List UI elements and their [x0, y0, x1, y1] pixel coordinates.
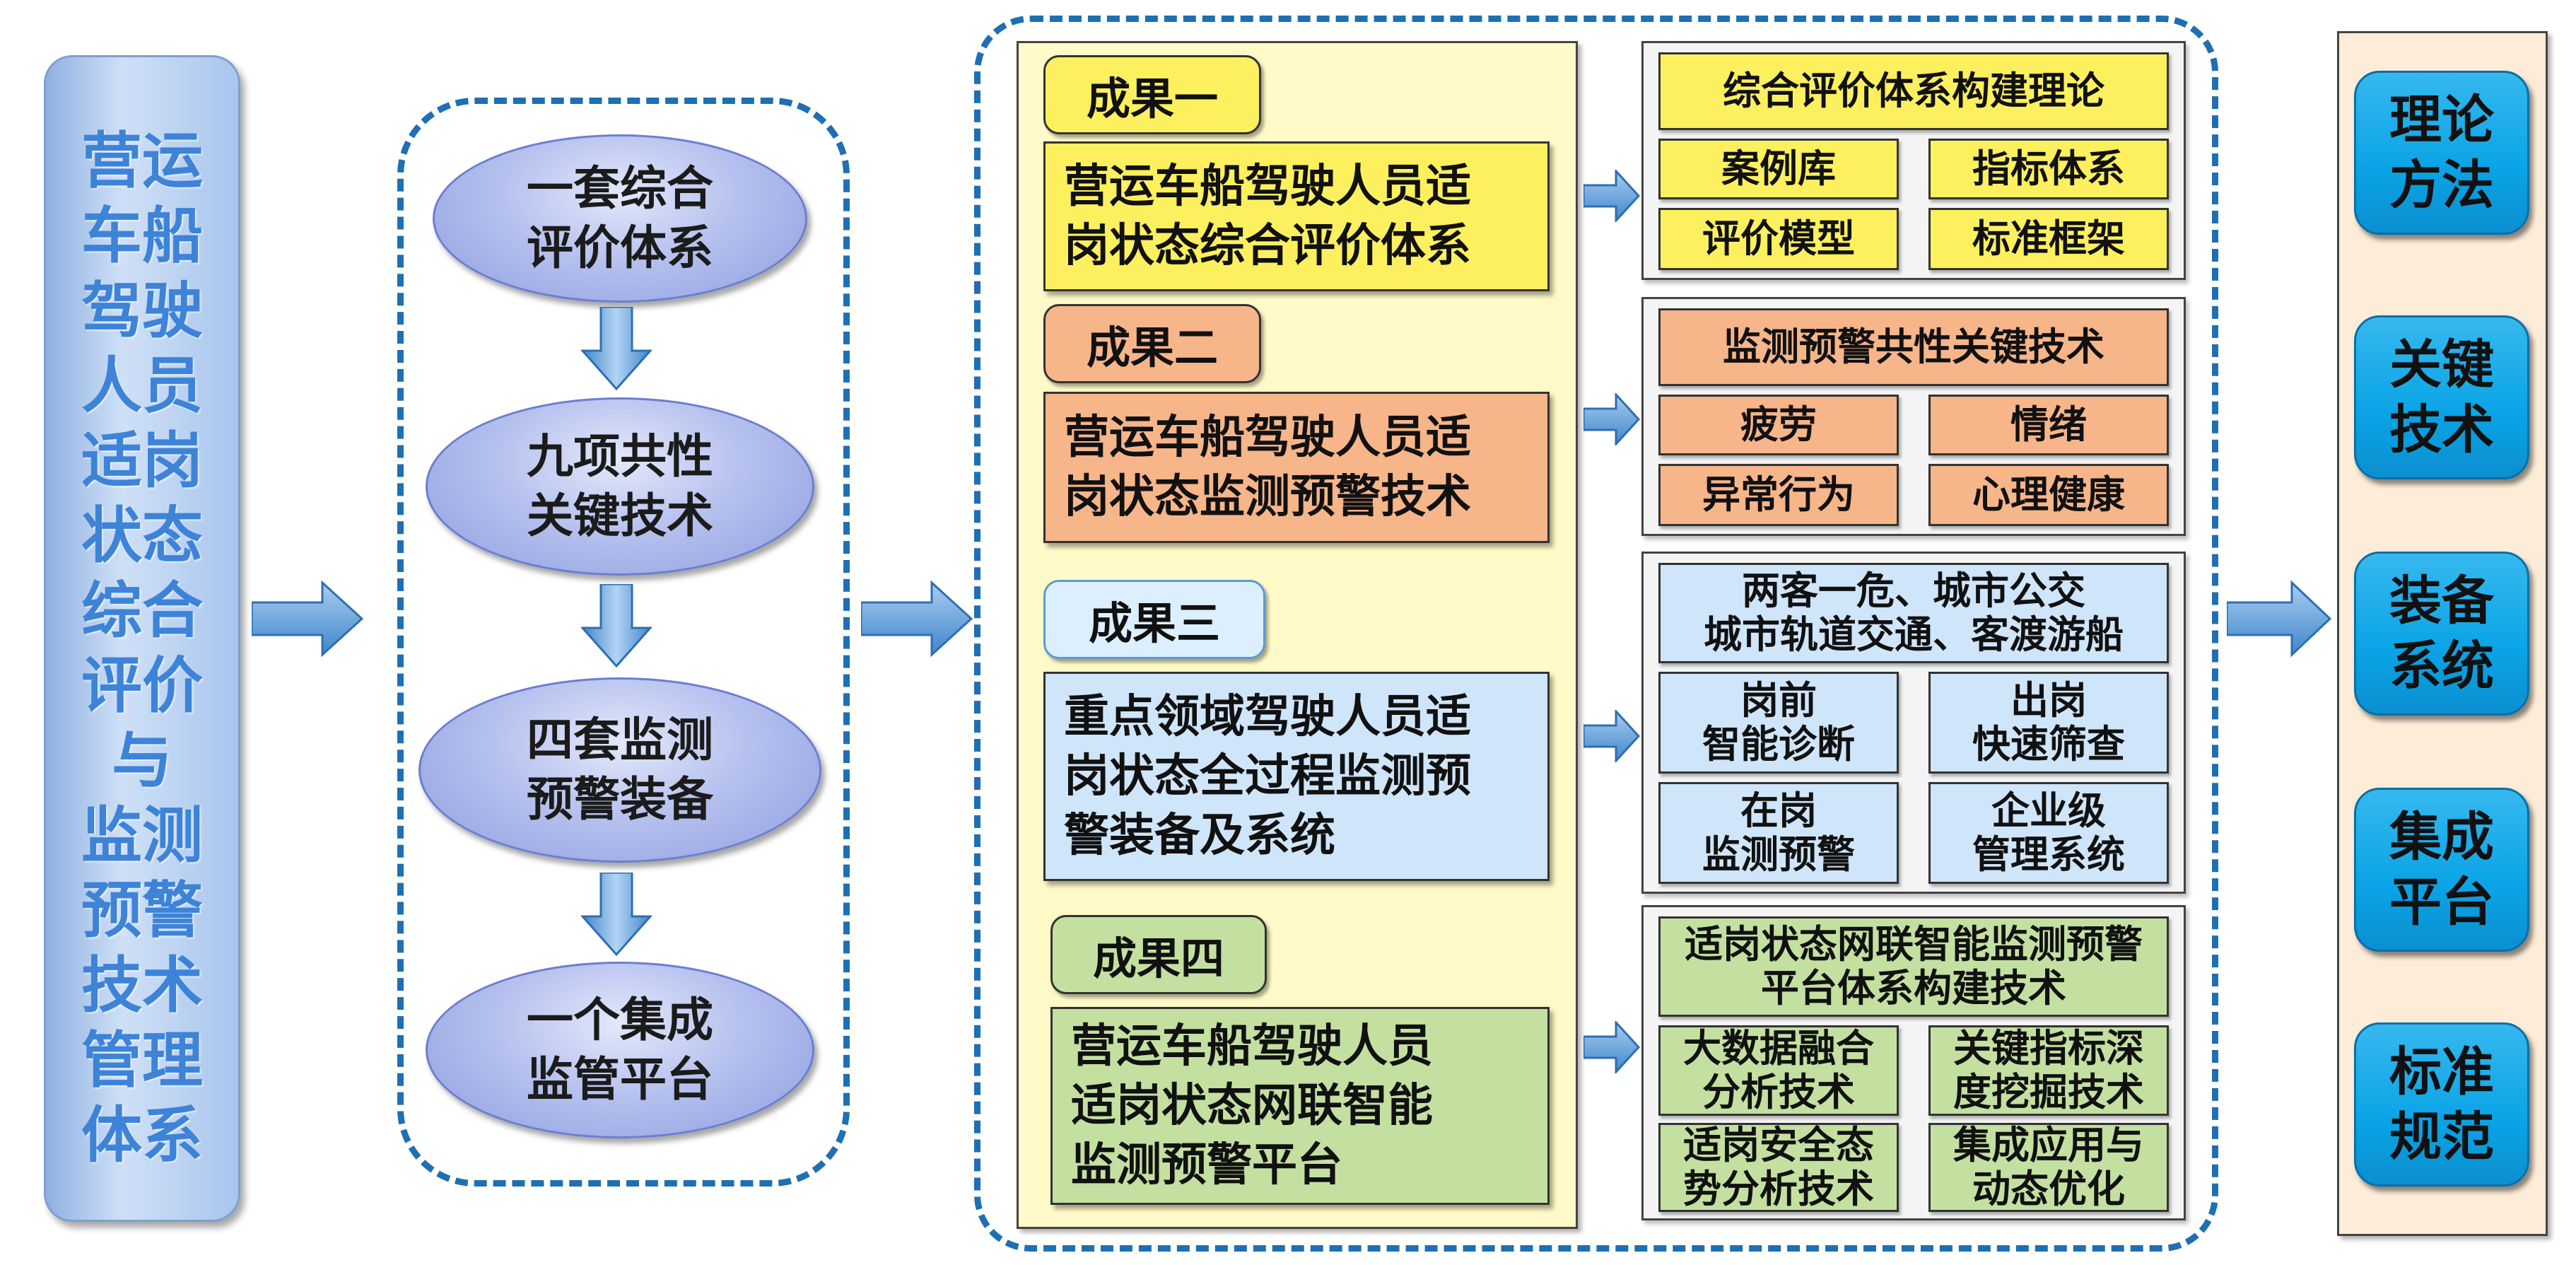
result-tag-2: 成果二 [1043, 304, 1261, 383]
group-3-cell: 在岗 监测预警 [1658, 782, 1899, 884]
group-2-cell: 疲劳 [1658, 395, 1899, 455]
group-3-cell: 出岗 快速筛查 [1928, 672, 2169, 774]
result-tag-1: 成果一 [1043, 55, 1261, 134]
right-arrow-icon [2227, 580, 2332, 658]
right-arrow-icon [1583, 1021, 1640, 1073]
group-4-cell: 大数据融合 分析技术 [1658, 1025, 1899, 1116]
outcome-key-technology: 关键 技术 [2354, 315, 2529, 479]
group-1-cell: 评价模型 [1658, 208, 1899, 270]
flow-step-key-technologies: 九项共性 关键技术 [426, 397, 814, 576]
outcome-equipment-system: 装备 系统 [2354, 552, 2529, 716]
group-2-header: 监测预警共性关键技术 [1658, 308, 2169, 386]
outcome-integrated-platform: 集成 平台 [2354, 788, 2529, 952]
flow-container [397, 98, 850, 1187]
main-title-bar: 营运 车船 驾驶 人员 适岗 状态 综合 评价 与 监测 预警 技术 管理 体系 [44, 55, 240, 1222]
result-desc-2: 营运车船驾驶人员适 岗状态监测预警技术 [1043, 392, 1550, 543]
group-3-cell: 岗前 智能诊断 [1658, 672, 1899, 774]
right-arrow-icon [252, 580, 364, 658]
group-1-cell: 指标体系 [1928, 139, 2169, 199]
group-3-cell: 企业级 管理系统 [1928, 782, 2169, 884]
result-desc-4: 营运车船驾驶人员 适岗状态网联智能 监测预警平台 [1050, 1007, 1550, 1205]
flow-step-equipment: 四套监测 预警装备 [418, 677, 821, 863]
result-desc-1: 营运车船驾驶人员适 岗状态综合评价体系 [1043, 141, 1550, 291]
outcome-theory-method: 理论 方法 [2354, 71, 2529, 235]
flow-step-evaluation-system: 一套综合 评价体系 [433, 134, 807, 303]
group-2-cell: 异常行为 [1658, 464, 1899, 526]
right-arrow-icon [861, 580, 973, 658]
down-arrow-icon [581, 584, 652, 668]
group-3-header: 两客一危、城市公交 城市轨道交通、客渡游船 [1658, 563, 2169, 663]
group-2-cell: 心理健康 [1928, 464, 2169, 526]
down-arrow-icon [581, 873, 652, 956]
outcome-standards: 标准 规范 [2354, 1022, 2529, 1187]
flow-step-platform: 一个集成 监管平台 [426, 962, 814, 1138]
group-4-header: 适岗状态网联智能监测预警 平台体系构建技术 [1658, 916, 2169, 1017]
right-arrow-icon [1583, 170, 1640, 222]
group-1-cell: 标准框架 [1928, 208, 2169, 270]
result-desc-3: 重点领域驾驶人员适 岗状态全过程监测预 警装备及系统 [1043, 672, 1550, 881]
right-arrow-icon [1583, 393, 1640, 445]
group-1-header: 综合评价体系构建理论 [1658, 52, 2169, 130]
right-arrow-icon [1583, 710, 1640, 762]
down-arrow-icon [581, 307, 652, 390]
group-4-cell: 关键指标深 度挖掘技术 [1928, 1025, 2169, 1116]
result-tag-3: 成果三 [1043, 580, 1265, 659]
group-4-cell: 适岗安全态 势分析技术 [1658, 1123, 1899, 1212]
group-1-cell: 案例库 [1658, 139, 1899, 199]
result-tag-4: 成果四 [1050, 915, 1267, 994]
results-container [974, 16, 2218, 1252]
group-4-cell: 集成应用与 动态优化 [1928, 1123, 2169, 1212]
group-2-cell: 情绪 [1928, 395, 2169, 455]
